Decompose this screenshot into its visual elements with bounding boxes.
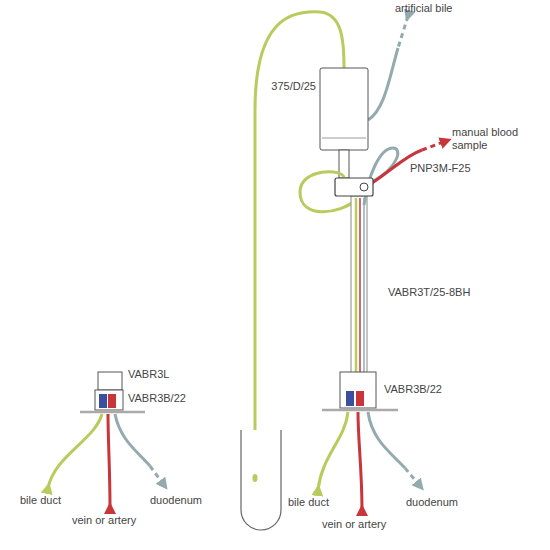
rod-red-line: [359, 198, 361, 374]
part-label: bile duct: [20, 494, 61, 507]
part-label: vein or artery: [72, 514, 136, 527]
part-label: manual blood sample: [452, 126, 526, 152]
duodenum-tube: [115, 414, 150, 466]
part-label: bile duct: [288, 496, 329, 509]
part-label: duodenum: [406, 496, 458, 509]
part-label: VABR3L: [128, 368, 169, 381]
base-plate: [80, 411, 145, 414]
blood-tube: [358, 412, 362, 510]
part-label: VABR3T/25-8BH: [388, 286, 470, 299]
drop: [253, 474, 258, 482]
red-port: [108, 394, 116, 408]
part-label: VABR3B/22: [384, 383, 442, 396]
bile-duct-tube: [48, 414, 102, 488]
part-label: 375/D/25: [271, 80, 316, 93]
syringe: [320, 68, 368, 150]
green-loop: [300, 172, 356, 375]
part-label: VABR3B/22: [128, 392, 186, 405]
blue-port: [346, 391, 354, 406]
part-label: duodenum: [150, 494, 202, 507]
bile-supply-dashed: [398, 16, 408, 48]
base-plate: [322, 409, 398, 412]
connector-block: [340, 372, 376, 408]
bile-duct-tube: [318, 412, 348, 490]
valve-knob: [360, 183, 368, 191]
duodenum-dashed: [150, 466, 164, 485]
blue-port: [99, 394, 107, 408]
rod-green-line: [355, 198, 358, 374]
test-tube: [241, 430, 281, 530]
blood-tube: [108, 414, 110, 508]
syringe-plunger: [322, 138, 366, 139]
part-label: PNP3M-F25: [410, 162, 471, 175]
connector-cap: [98, 372, 122, 390]
rod: [351, 196, 367, 374]
red-sample-dashed: [422, 141, 446, 150]
duodenum-dashed: [405, 468, 420, 486]
red-port: [356, 391, 364, 406]
part-label: vein or artery: [322, 518, 386, 531]
part-label: artificial bile: [395, 2, 452, 15]
connector-block: [95, 390, 123, 410]
rod-grey-line: [363, 198, 365, 374]
valve: [335, 178, 373, 196]
duodenum-tube: [368, 412, 405, 468]
bile-supply-tube: [368, 48, 398, 120]
